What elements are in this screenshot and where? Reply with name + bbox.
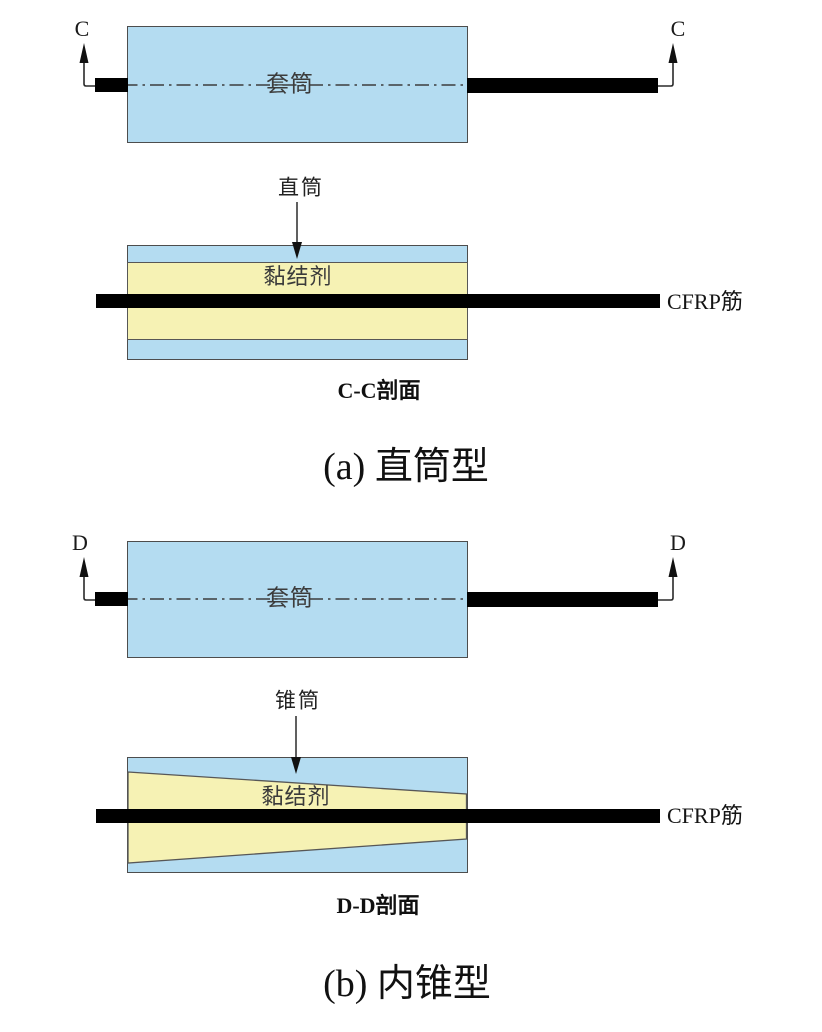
cfrp-bar-stub-left-a [95, 78, 128, 92]
cut-letter-d-left: D [72, 530, 88, 555]
cut-arrowhead-c-right [668, 43, 678, 63]
cut-letter-d-right: D [670, 530, 686, 555]
adhesive-label-a: 黏结剂 [263, 264, 333, 289]
cut-arrow-line-c-right [658, 62, 674, 87]
section-view-caption-b: D-D剖面 [336, 893, 420, 918]
cut-letter-c-left: C [74, 16, 90, 41]
cfrp-bar-label-a: CFRP筋 [667, 289, 743, 314]
cfrp-bar-stub-left-b [95, 592, 128, 606]
cfrp-bar-section-a [96, 294, 660, 308]
sleeve-label-b: 套筒 [266, 585, 314, 611]
pointer-label-a: 直筒 [278, 175, 324, 200]
cut-arrowhead-d-left [79, 557, 89, 577]
pointer-label-b: 锥筒 [275, 688, 321, 713]
section-view-caption-a: C-C剖面 [337, 378, 421, 403]
subfigure-caption-a: (a) 直筒型 [323, 446, 489, 488]
cfrp-bar-section-b [96, 809, 660, 823]
sleeve-label-a: 套筒 [266, 71, 314, 97]
subfigure-caption-b: (b) 内锥型 [323, 963, 491, 1005]
cut-arrowhead-c-left [79, 43, 89, 63]
cut-arrow-line-d-right [658, 576, 674, 601]
cfrp-bar-label-b: CFRP筋 [667, 803, 743, 828]
adhesive-label-b: 黏结剂 [261, 784, 331, 809]
cfrp-bar-right-b [467, 592, 658, 607]
cfrp-bar-right-a [467, 78, 658, 93]
cut-letter-c-right: C [670, 16, 686, 41]
cut-arrowhead-d-right [668, 557, 678, 577]
